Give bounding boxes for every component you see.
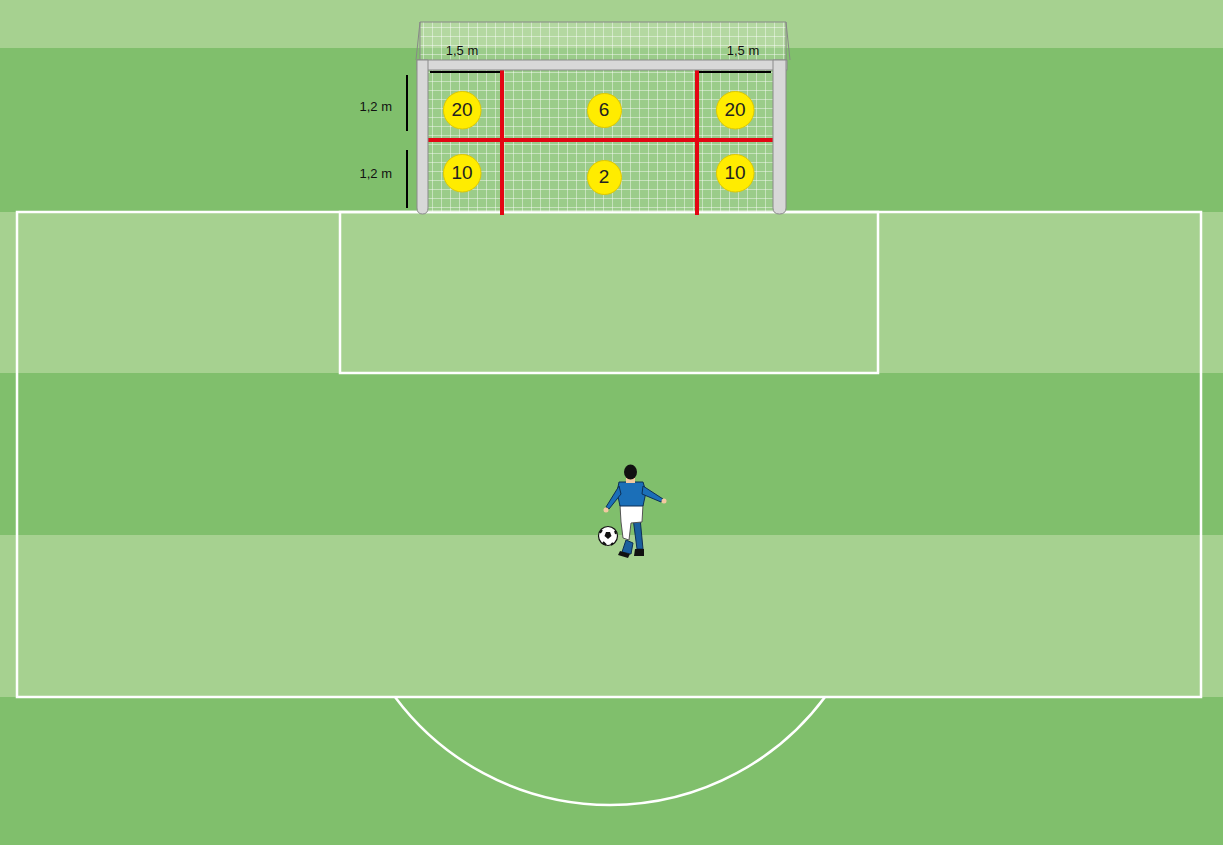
goal-net [420, 22, 786, 212]
grass-stripe [0, 212, 1223, 373]
score-value: 6 [599, 99, 610, 121]
dimension-label: 1,5 m [446, 43, 479, 58]
grass-stripe [0, 373, 1223, 535]
crossbar [417, 60, 787, 70]
grass-stripe [0, 697, 1223, 845]
grass-stripe [0, 535, 1223, 697]
dimension-label: 1,2 m [359, 166, 392, 181]
goal-net-back [420, 22, 786, 212]
score-circle: 20 [443, 91, 482, 130]
zone-divider [695, 70, 699, 215]
zone-divider [500, 70, 504, 215]
dimension-label: 1,2 m [359, 99, 392, 114]
dimension-line [430, 71, 500, 73]
goal-post [417, 60, 428, 214]
circle-fill [587, 160, 621, 194]
dimension-line [406, 150, 408, 208]
circle-fill [716, 91, 754, 129]
penalty-arc [395, 697, 825, 805]
dimension-label: 1,5 m [727, 43, 760, 58]
dimension-line [406, 75, 408, 131]
score-value: 10 [724, 162, 745, 184]
dimension-line [699, 71, 771, 73]
circle-fill [587, 93, 621, 127]
goal-net-outline [786, 22, 790, 60]
score-circle: 10 [716, 154, 755, 193]
score-value: 20 [451, 99, 472, 121]
circle-fill [443, 91, 481, 129]
score-circle: 20 [716, 91, 755, 130]
penalty-area-line [17, 212, 1201, 697]
score-value: 2 [599, 166, 610, 188]
goal-net-outline [420, 22, 786, 60]
zone-divider [428, 138, 773, 142]
circle-fill [443, 154, 481, 192]
score-circle: 10 [443, 154, 482, 193]
player-figure [599, 465, 667, 559]
goal-area-line [340, 212, 878, 373]
score-circle: 2 [587, 160, 622, 195]
score-circle: 6 [587, 93, 622, 128]
score-value: 20 [724, 99, 745, 121]
circle-fill [716, 154, 754, 192]
goal-net-outline [416, 22, 420, 60]
score-value: 10 [451, 162, 472, 184]
goal-post [773, 60, 786, 214]
